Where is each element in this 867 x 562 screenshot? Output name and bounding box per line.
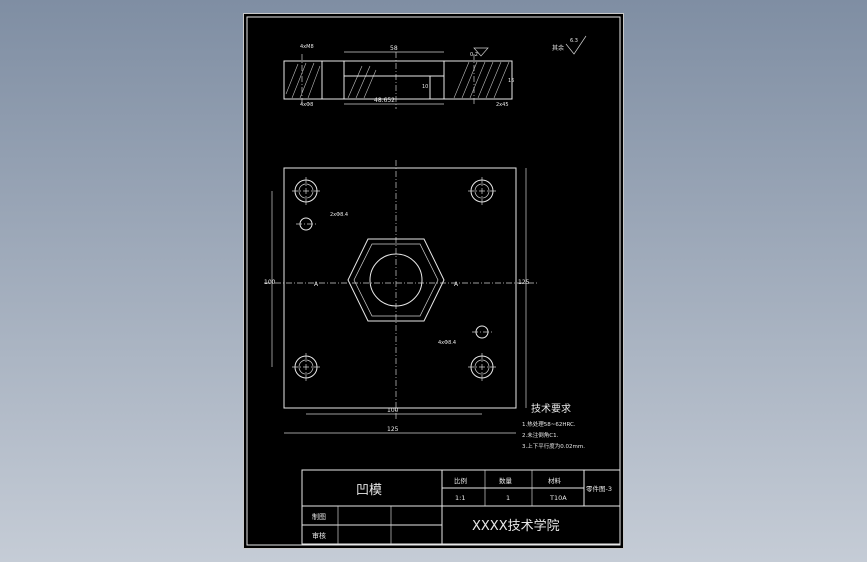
tolerance-value: 0.2 — [470, 52, 478, 58]
engineering-drawing: 58 48.652 4xM8 4xΦ8 16 10 2x45 0.2 其余 6.… — [246, 16, 621, 546]
section-mark-right: A — [454, 281, 459, 288]
dim-thread: 4xM8 — [300, 44, 314, 50]
dim-chamfer: 2x45 — [496, 102, 509, 108]
tech-req-item: 3.上下平行度为0.02mm. — [522, 442, 585, 450]
header-qty: 数量 — [499, 476, 513, 485]
dim-plan-left: 100 — [264, 279, 276, 286]
dim-hole: 48.652 — [374, 97, 395, 104]
section-mark-left: A — [314, 281, 319, 288]
label-check: 审核 — [312, 531, 326, 540]
drawing-number: 零件图-3 — [586, 484, 612, 493]
tech-req-title: 技术要求 — [531, 402, 571, 415]
dim-plan-bottom-outer: 125 — [387, 426, 399, 433]
plan-view: 100 125 100 125 2xΦ8.4 4xΦ8.4 A A — [264, 160, 539, 434]
tech-req-item: 1.热处理58~62HRC. — [522, 420, 576, 428]
dim-pin-callout: 2xΦ8.4 — [330, 212, 348, 218]
pin-holes — [296, 217, 492, 339]
section-view: 58 48.652 4xM8 4xΦ8 16 10 2x45 0.2 — [283, 44, 514, 109]
label-drawn: 制图 — [312, 512, 326, 521]
dim-thickness: 16 — [508, 78, 514, 84]
tech-req-item: 2.未注倒角C1. — [522, 431, 559, 439]
svg-text:6.3: 6.3 — [570, 38, 578, 44]
hexagon-cavity — [347, 238, 445, 322]
center-bore — [369, 253, 423, 307]
dim-pin-callout-2: 4xΦ8.4 — [438, 340, 456, 346]
roughness-symbol — [473, 47, 489, 57]
value-material: T10A — [549, 494, 567, 502]
tech-requirements: 技术要求 1.热处理58~62HRC. 2.未注倒角C1. 3.上下平行度为0.… — [522, 402, 585, 450]
header-material: 材料 — [548, 476, 562, 485]
value-qty: 1 — [506, 494, 510, 502]
drawing-sheet: 58 48.652 4xM8 4xΦ8 16 10 2x45 0.2 其余 6.… — [243, 13, 624, 549]
bolt-holes — [292, 177, 496, 381]
drawing-frame — [246, 16, 621, 546]
dim-plan-bottom-inner: 100 — [387, 407, 399, 414]
value-scale: 1:1 — [455, 494, 465, 502]
roughness-note: 其余 6.3 — [552, 35, 587, 55]
header-scale: 比例 — [454, 476, 467, 485]
section-hatch — [285, 61, 510, 99]
die-outline — [283, 167, 517, 409]
dim-counterbore: 4xΦ8 — [300, 102, 313, 108]
dim-depth: 10 — [422, 84, 428, 90]
title-block: 凹模 比例 数量 材料 零件图-3 1:1 1 T10A 制图 审核 XXXX技… — [301, 469, 621, 545]
svg-text:其余: 其余 — [552, 44, 564, 52]
dim-58: 58 — [390, 45, 398, 52]
dim-plan-right: 125 — [518, 279, 530, 286]
part-name: 凹模 — [356, 483, 382, 498]
school-name: XXXX技术学院 — [472, 518, 560, 534]
